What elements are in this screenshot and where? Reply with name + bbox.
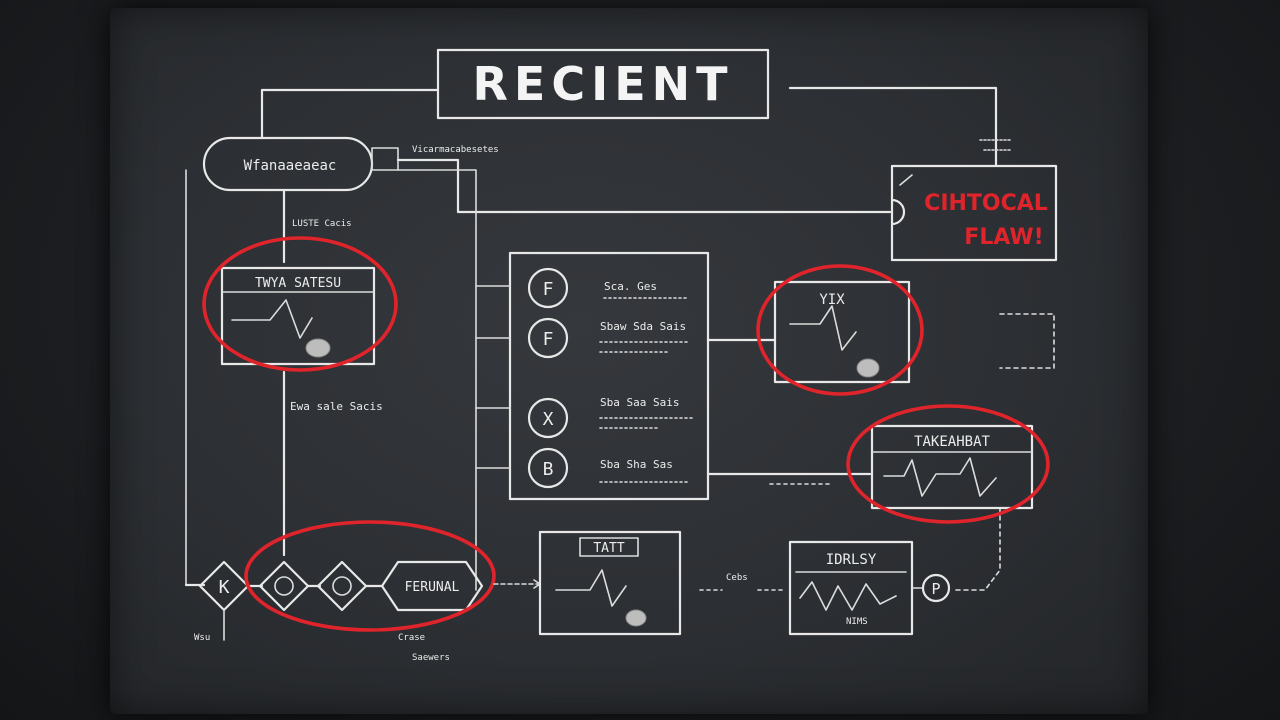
connector-input-down xyxy=(397,169,477,591)
panel-row-4-icon xyxy=(527,447,569,489)
bottom-note-2: Saewers xyxy=(412,653,450,663)
right-mid-graph xyxy=(883,457,997,497)
bottom-mid-box-header xyxy=(579,537,639,557)
highlight-bottom-flow xyxy=(244,520,496,632)
diamond-k: K xyxy=(198,560,250,612)
panel-row-2: F Sbaw Sda Sais xyxy=(527,317,691,359)
left-box-header: TWYA SATESU xyxy=(255,276,341,291)
panel-row-2-icon xyxy=(527,317,569,359)
input-node-label: Wfanaaeaeac xyxy=(244,158,337,174)
connector-right-bracket xyxy=(999,313,1055,369)
left-subcaption: Ewa sale Sacis xyxy=(290,400,383,413)
title-box xyxy=(436,48,770,120)
input-port xyxy=(371,147,399,171)
left-box xyxy=(220,266,376,366)
terminal-node-label: FERUNAL xyxy=(405,580,460,595)
panel-row-3-symbol: X xyxy=(543,409,554,430)
central-panel xyxy=(508,251,710,501)
bottom-mid-box xyxy=(538,530,682,636)
right-top-box xyxy=(773,280,911,384)
diamond-3-icon xyxy=(332,576,352,596)
bottom-connector-label: Cebs xyxy=(726,573,748,583)
bottom-right-box-label: IDRLSY xyxy=(826,552,877,568)
connector-right-down xyxy=(951,507,1001,591)
panel-row-3: X Sba Saa Sais xyxy=(527,396,695,439)
highlight-right-top-box xyxy=(756,264,924,396)
panel-row-1-symbol: F xyxy=(543,279,554,300)
connector-title-left xyxy=(260,88,440,140)
diamond-3-shape xyxy=(316,560,368,612)
right-top-box-icon xyxy=(856,358,880,378)
left-box-icon xyxy=(305,338,331,358)
connector-title-right xyxy=(788,86,998,167)
diamond-2-shape xyxy=(258,560,310,612)
panel-row-1: F Sca. Ges xyxy=(527,267,689,309)
panel-input-ticks xyxy=(475,285,511,469)
panel-row-1-text: Sca. Ges xyxy=(604,280,657,293)
chalkboard-slate xyxy=(110,8,1148,714)
critical-box xyxy=(890,164,1058,262)
bottom-note-1: Crase xyxy=(398,633,425,643)
panel-row-4-text: Sba Sha Sas xyxy=(600,458,673,471)
bottom-left-symbol: K xyxy=(219,577,230,598)
bottom-mid-box-icon xyxy=(625,609,647,627)
diamond-3 xyxy=(316,560,368,612)
panel-row-2-text: Sbaw Sda Sais xyxy=(600,320,686,333)
highlight-left-box xyxy=(202,236,398,372)
left-caption: LUSTE Cacis xyxy=(292,219,352,229)
critical-box-tick xyxy=(899,174,913,186)
p-node xyxy=(921,573,951,603)
bottom-mid-graph xyxy=(555,569,627,607)
right-mid-box xyxy=(870,424,1034,510)
bottom-mid-box-label: TATT xyxy=(593,541,624,556)
panel-row-3-text: Sba Saa Sais xyxy=(600,396,679,409)
left-box-graph xyxy=(231,299,313,339)
critical-note-line-1: CIHTOCAL xyxy=(924,191,1048,216)
bottom-right-symbol: P xyxy=(931,580,940,598)
page-title: RECIENT xyxy=(472,57,733,111)
input-note: Vicarmacabesetes xyxy=(412,145,499,155)
diamond-2-icon xyxy=(274,576,294,596)
panel-row-1-icon xyxy=(527,267,569,309)
bottom-right-note: NIMS xyxy=(846,617,868,627)
right-mid-box-label: TAKEAHBAT xyxy=(914,434,990,450)
connector-input-critical xyxy=(396,158,892,214)
bottom-right-graph xyxy=(799,581,897,611)
right-top-graph xyxy=(789,305,857,351)
panel-row-2-symbol: F xyxy=(543,329,554,350)
critical-note-line-2: FLAW! xyxy=(964,225,1043,250)
panel-row-4-symbol: B xyxy=(543,459,554,480)
highlight-right-mid-box xyxy=(846,404,1050,524)
critical-box-annotation xyxy=(979,139,1013,151)
critical-box-port xyxy=(890,198,906,226)
panel-row-3-icon xyxy=(527,397,569,439)
right-top-box-label: YIX xyxy=(819,292,845,308)
diamond-2 xyxy=(258,560,310,612)
panel-row-4: B Sba Sha Sas xyxy=(527,447,689,489)
bottom-left-caption: Wsu xyxy=(194,633,210,643)
